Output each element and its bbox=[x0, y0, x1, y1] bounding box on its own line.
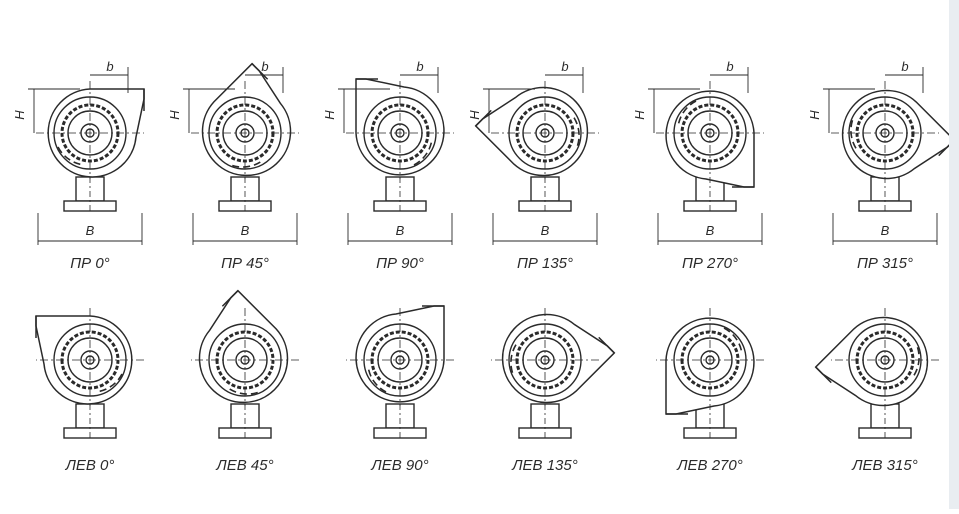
variant-label: ПР 45° bbox=[221, 255, 269, 272]
fan-casing bbox=[474, 86, 589, 177]
dim-label-B: B bbox=[241, 223, 250, 238]
fan-body bbox=[831, 81, 956, 213]
fan-variant-right-270: B Hb ПР 270° bbox=[632, 59, 764, 272]
fan-body bbox=[191, 289, 299, 440]
fan-stand bbox=[858, 176, 912, 213]
dim-label-H: H bbox=[807, 110, 822, 120]
dimension-lines: B Hb bbox=[807, 59, 938, 245]
fan-stand bbox=[518, 176, 572, 213]
variant-label: ПР 315° bbox=[857, 255, 913, 272]
dim-label-B: B bbox=[396, 223, 405, 238]
dim-label-b: b bbox=[416, 59, 423, 74]
fan-variant-left-45: ЛЕВ 45° bbox=[191, 289, 299, 474]
fan-stand bbox=[63, 176, 117, 213]
dim-label-B: B bbox=[541, 223, 550, 238]
right-edge-strip bbox=[949, 0, 959, 509]
dim-label-H: H bbox=[12, 110, 27, 120]
fan-body bbox=[35, 308, 144, 440]
variant-label: ЛЕВ 45° bbox=[215, 457, 273, 474]
variant-label: ЛЕВ 90° bbox=[370, 457, 428, 474]
fan-stand bbox=[63, 403, 117, 440]
fan-stand bbox=[373, 176, 427, 213]
fan-variant-left-315: ЛЕВ 315° bbox=[814, 308, 939, 474]
fan-stand bbox=[218, 403, 272, 440]
variant-label: ЛЕВ 0° bbox=[65, 457, 115, 474]
variant-label: ПР 270° bbox=[682, 255, 738, 272]
variant-label: ЛЕВ 315° bbox=[851, 457, 918, 474]
fan-casing bbox=[501, 313, 616, 404]
dim-label-H: H bbox=[467, 110, 482, 120]
variant-label: ПР 0° bbox=[70, 255, 109, 272]
fan-body bbox=[36, 81, 145, 213]
fan-casing bbox=[814, 316, 929, 407]
variant-label: ЛЕВ 135° bbox=[511, 457, 578, 474]
fan-stand bbox=[218, 176, 272, 213]
fan-variant-left-135: ЛЕВ 135° bbox=[491, 308, 616, 474]
fan-variant-right-45: B Hb ПР 45° bbox=[167, 59, 299, 272]
fan-variant-left-0: ЛЕВ 0° bbox=[35, 308, 144, 474]
variant-label: ПР 90° bbox=[376, 255, 424, 272]
fan-body bbox=[346, 78, 454, 213]
fan-casing bbox=[841, 89, 956, 180]
fan-casing bbox=[198, 289, 289, 404]
dim-label-B: B bbox=[86, 223, 95, 238]
fan-stand bbox=[518, 403, 572, 440]
dimension-lines: B Hb bbox=[467, 59, 598, 245]
dim-label-b: b bbox=[261, 59, 268, 74]
dimension-lines: B Hb bbox=[167, 59, 298, 245]
fan-stand bbox=[373, 403, 427, 440]
fan-casing bbox=[201, 62, 292, 177]
variant-label: ЛЕВ 270° bbox=[676, 457, 743, 474]
dimension-lines: B Hb bbox=[322, 59, 453, 245]
fan-body bbox=[656, 81, 764, 213]
variant-label: ПР 135° bbox=[517, 255, 573, 272]
fan-body bbox=[491, 308, 616, 440]
fan-variant-right-315: B Hb ПР 315° bbox=[807, 59, 956, 272]
fan-variant-left-90: ЛЕВ 90° bbox=[346, 305, 454, 474]
dimension-lines: B Hb bbox=[632, 59, 763, 245]
fan-variant-left-270: ЛЕВ 270° bbox=[656, 308, 764, 474]
dim-label-b: b bbox=[106, 59, 113, 74]
fan-variant-right-90: B Hb ПР 90° bbox=[322, 59, 454, 272]
fan-body bbox=[814, 308, 939, 440]
fan-stand bbox=[858, 403, 912, 440]
dim-label-H: H bbox=[167, 110, 182, 120]
fan-body bbox=[346, 305, 454, 440]
dim-label-B: B bbox=[881, 223, 890, 238]
dim-label-b: b bbox=[561, 59, 568, 74]
fan-body bbox=[191, 62, 299, 213]
dim-label-H: H bbox=[632, 110, 647, 120]
fan-body bbox=[474, 81, 599, 213]
fan-body bbox=[656, 308, 764, 440]
fan-variant-right-135: B Hb ПР 135° bbox=[467, 59, 599, 272]
dim-label-b: b bbox=[901, 59, 908, 74]
dim-label-b: b bbox=[726, 59, 733, 74]
dim-label-H: H bbox=[322, 110, 337, 120]
dimension-lines: B Hb bbox=[12, 59, 143, 245]
dim-label-B: B bbox=[706, 223, 715, 238]
fan-variant-right-0: B Hb ПР 0° bbox=[12, 59, 145, 272]
